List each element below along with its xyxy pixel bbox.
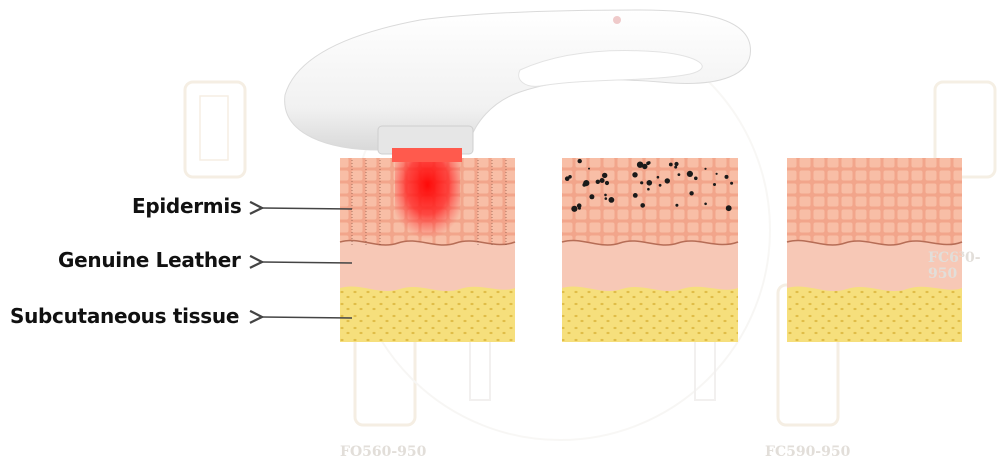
watermark-right: FC6³0-950	[928, 250, 1008, 282]
pigment-dot	[716, 173, 718, 175]
pigment-dot	[725, 175, 729, 179]
pigment-dot	[726, 205, 732, 211]
pigment-dot	[633, 193, 638, 198]
pigment-dot	[571, 206, 577, 212]
pigment-dot	[642, 164, 647, 169]
pigment-dot	[582, 183, 586, 187]
pigment-dot	[674, 162, 678, 166]
arrow-genuine-leather	[262, 262, 352, 263]
pigment-dot	[704, 168, 706, 170]
pigment-dot	[605, 197, 608, 200]
watermark-left: FO560-950	[340, 444, 426, 460]
pigment-dot	[704, 203, 707, 206]
pigment-dot	[578, 207, 581, 210]
pigment-dot	[713, 183, 716, 186]
pigment-dot	[646, 162, 650, 166]
laser-handpiece	[285, 10, 751, 162]
pigment-dot	[669, 163, 673, 167]
pigment-dot	[605, 181, 609, 185]
pigment-dot	[578, 159, 582, 163]
pigment-dot	[675, 204, 678, 207]
pigment-dot	[640, 181, 643, 184]
pigment-dot	[647, 180, 653, 186]
pigment-dot	[609, 197, 615, 203]
laser-beam	[395, 158, 460, 248]
skin-panel-pigmented	[562, 158, 738, 342]
label-subcutaneous-tissue: Subcutaneous tissue	[10, 304, 239, 328]
pigment-dot	[596, 180, 600, 184]
pigment-dot	[647, 188, 650, 191]
pigment-dot	[657, 176, 660, 179]
pigment-dot	[665, 178, 670, 183]
pigment-dot	[689, 191, 693, 195]
pigment-dot	[640, 203, 645, 208]
label-arrows	[262, 208, 352, 318]
watermark-middle: FC590-950	[765, 444, 850, 460]
skin-panel-treatment	[340, 158, 515, 342]
laser-window	[392, 148, 462, 162]
pigment-dot	[588, 168, 590, 170]
pigment-dot	[600, 178, 605, 183]
pigment-dot	[589, 194, 594, 199]
label-genuine-leather: Genuine Leather	[58, 248, 241, 272]
arrow-subcutaneous	[262, 317, 352, 318]
pigment-dot	[694, 177, 698, 181]
pigment-dot	[687, 171, 693, 177]
arrow-epidermis	[262, 208, 352, 209]
pigment-dot	[602, 173, 607, 178]
pigment-dot	[730, 182, 733, 185]
pigment-dot	[604, 194, 607, 197]
pigment-dot	[678, 173, 681, 176]
pigment-dot	[674, 166, 677, 169]
pigment-dot	[565, 176, 570, 181]
pigment-dot	[659, 184, 662, 187]
pigment-dot	[632, 172, 637, 177]
label-epidermis: Epidermis	[132, 194, 241, 218]
